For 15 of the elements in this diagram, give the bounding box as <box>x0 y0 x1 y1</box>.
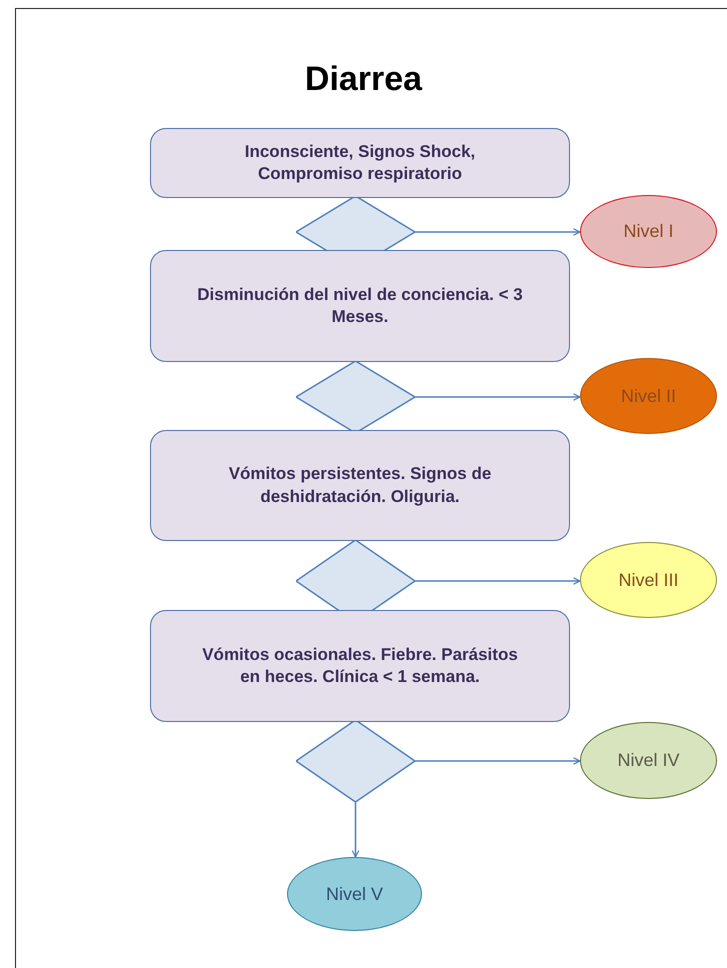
level-ellipse: Nivel V <box>287 857 422 931</box>
condition-box: Vómitos persistentes. Signos de deshidratación. Oliguria. <box>150 430 570 541</box>
arrow <box>415 757 581 765</box>
condition-box: Vómitos ocasionales. Fiebre. Parásitos en heces. Clínica < 1 semana. <box>150 610 570 722</box>
level-ellipse: Nivel III <box>580 542 717 618</box>
arrow <box>415 228 581 236</box>
condition-box: Inconsciente, Signos Shock, Compromiso respiratorio <box>150 128 570 198</box>
condition-box: Disminución del nivel de conciencia. < 3 Meses. <box>150 250 570 362</box>
arrow <box>415 393 581 401</box>
diagram-title: Diarrea <box>304 60 424 99</box>
arrow <box>352 802 360 858</box>
level-ellipse: Nivel II <box>580 358 717 434</box>
arrow <box>415 577 581 585</box>
level-ellipse: Nivel IV <box>580 722 717 799</box>
level-ellipse: Nivel I <box>580 195 717 268</box>
